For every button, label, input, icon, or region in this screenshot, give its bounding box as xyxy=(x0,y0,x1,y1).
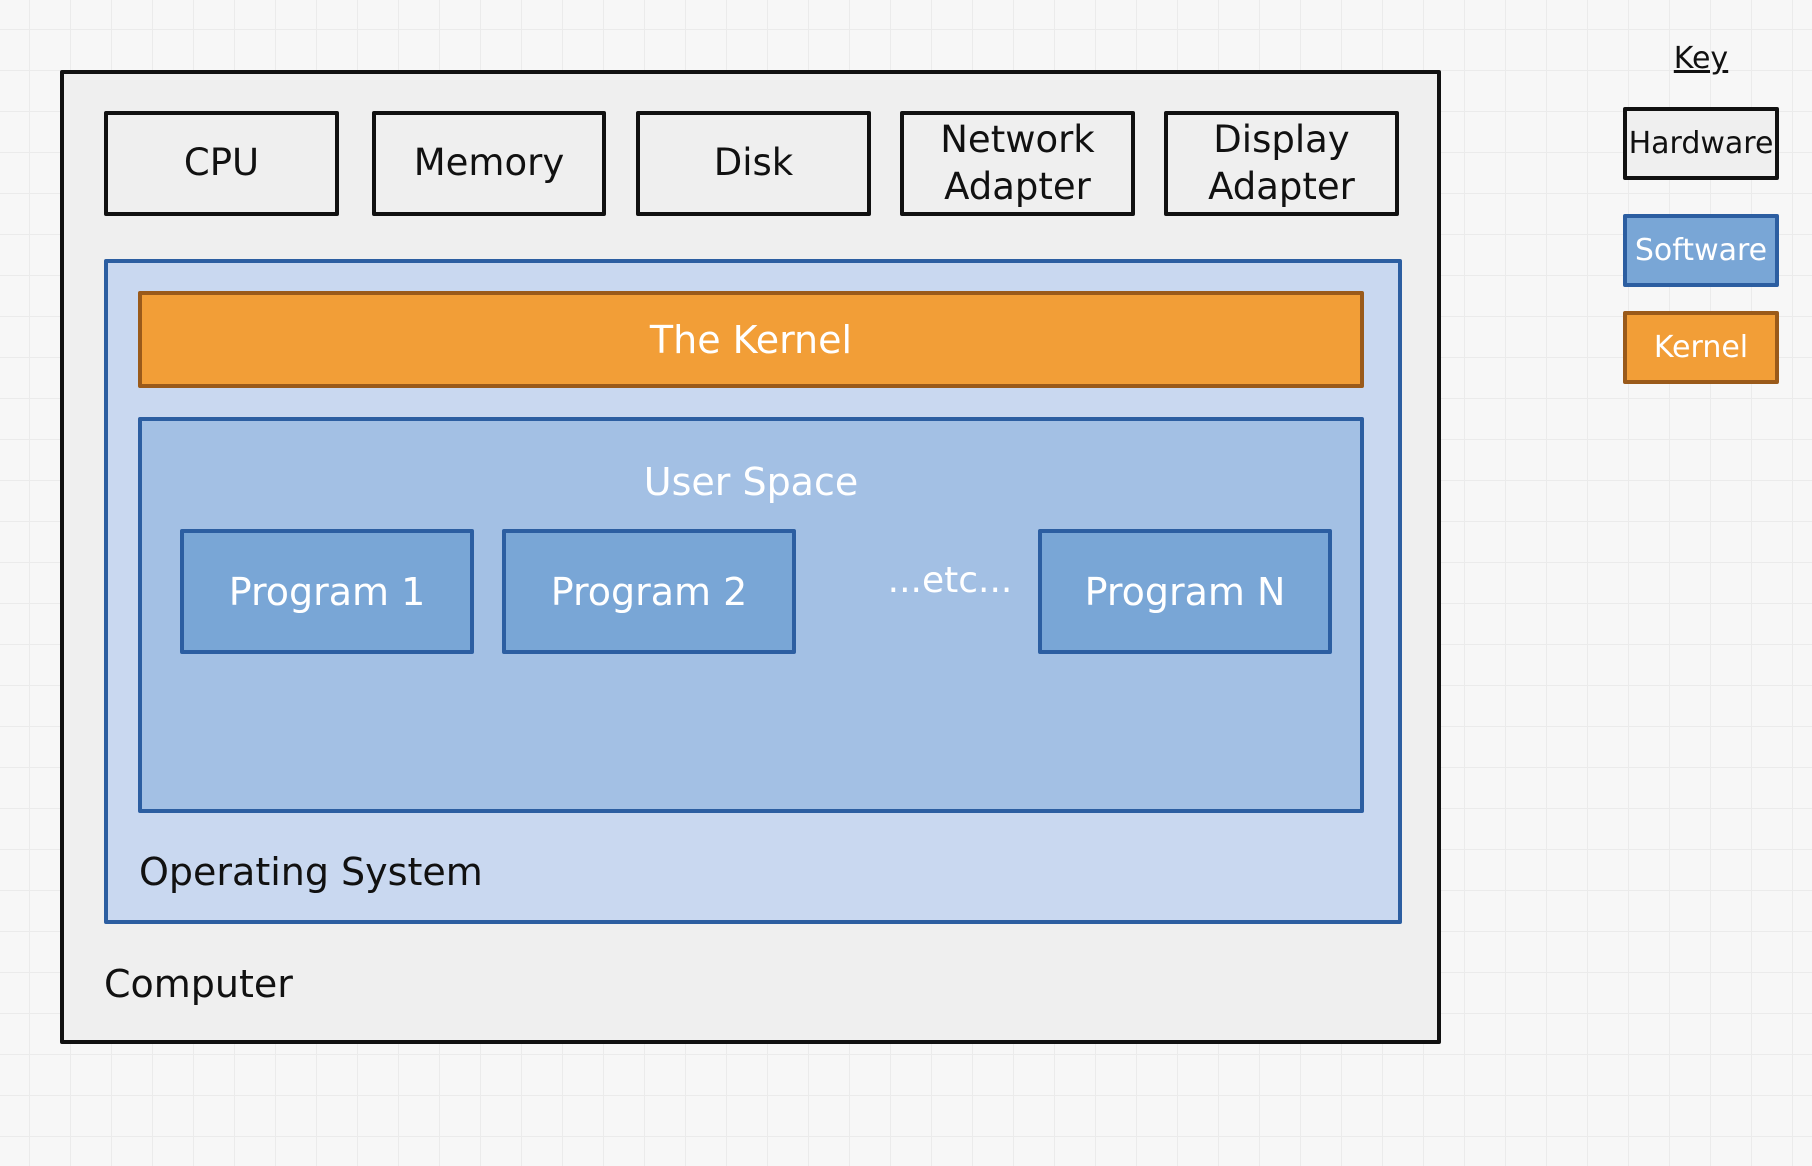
operating-system-label: Operating System xyxy=(139,850,483,894)
key-software-label: Software xyxy=(1634,233,1768,268)
cpu-label: CPU xyxy=(183,141,260,185)
key-kernel-label: Kernel xyxy=(1653,330,1749,365)
etc-label: ...etc... xyxy=(887,560,1013,601)
kernel-box: The Kernel xyxy=(138,291,1364,388)
network-adapter-label: Network Adapter xyxy=(940,118,1095,208)
network-adapter-box: Network Adapter xyxy=(900,111,1135,216)
program-n-box: Program N xyxy=(1038,529,1332,654)
display-adapter-box: Display Adapter xyxy=(1164,111,1399,216)
program-1-box: Program 1 xyxy=(180,529,474,654)
key-software-swatch: Software xyxy=(1623,214,1779,287)
key-hardware-label: Hardware xyxy=(1628,126,1774,161)
user-space-label: User Space xyxy=(643,460,859,504)
display-adapter-label: Display Adapter xyxy=(1208,118,1355,208)
program-2-box: Program 2 xyxy=(502,529,796,654)
program-1-label: Program 1 xyxy=(228,569,426,614)
program-n-label: Program N xyxy=(1084,569,1286,614)
key-kernel-swatch: Kernel xyxy=(1623,311,1779,384)
cpu-box: CPU xyxy=(104,111,339,216)
memory-label: Memory xyxy=(413,141,565,185)
kernel-label: The Kernel xyxy=(649,317,853,362)
key-hardware-swatch: Hardware xyxy=(1623,107,1779,180)
memory-box: Memory xyxy=(372,111,606,216)
computer-label: Computer xyxy=(104,962,293,1006)
disk-label: Disk xyxy=(713,141,794,185)
disk-box: Disk xyxy=(636,111,871,216)
key-title: Key xyxy=(1673,41,1729,76)
program-2-label: Program 2 xyxy=(550,569,748,614)
